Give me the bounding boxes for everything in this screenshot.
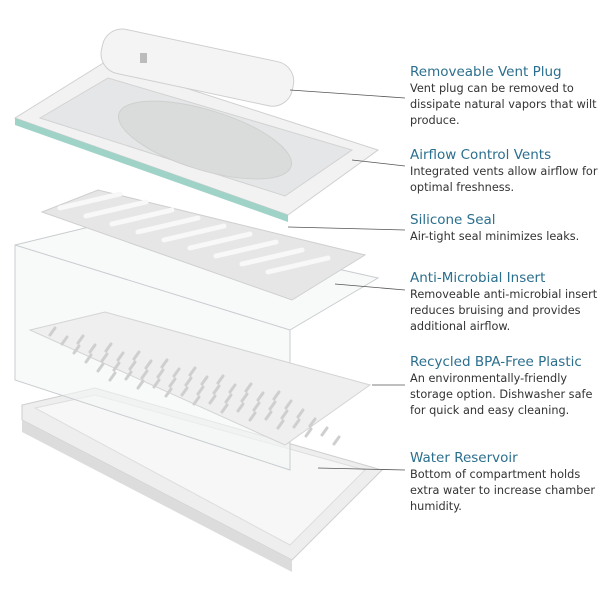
lid [13,61,380,222]
insert-slot [160,358,169,369]
insert-rib [213,239,279,259]
callout-water-reservoir: Water Reservoir Bottom of compartment ho… [410,450,600,515]
insert-slot [220,403,229,414]
insert-slot [72,344,81,355]
insert-rib [187,231,253,251]
insert-rib [239,247,305,267]
insert-slot [144,359,153,370]
insert-slot [320,426,329,437]
callout-title: Recycled BPA-Free Plastic [410,354,582,370]
insert-slot [108,371,117,382]
insert-slot [188,366,197,377]
insert-slot [84,353,93,364]
callout-vent-plug: Removeable Vent Plug Vent plug can be re… [410,64,600,129]
insert-slot [248,411,257,422]
insert-rib [135,215,201,235]
insert-slot [184,376,193,387]
insert-slot [252,401,261,412]
insert-rib [265,255,331,275]
callout-body: Vent plug can be removed to dissipate na… [410,82,597,127]
leader-lines [287,89,406,471]
callout-title: Water Reservoir [410,450,518,466]
insert-slot [244,382,253,393]
insert-slot [152,378,161,389]
callout-title: Airflow Control Vents [410,147,552,163]
insert-slots [48,326,341,446]
insert-slot [212,384,221,395]
insert-slot [332,435,341,446]
callout-plastic: Recycled BPA-Free Plastic An environment… [410,354,600,419]
insert-slot [100,352,109,363]
insert-slot [172,367,181,378]
insert-rib [109,207,175,227]
insert-slot [304,427,313,438]
anti-microbial-insert [40,189,367,301]
insert-slot [128,360,137,371]
vent-plug [100,28,295,107]
callout-airflow-vents: Airflow Control Vents Integrated vents a… [410,147,600,196]
insert-slot [88,343,97,354]
insert-slot [136,379,145,390]
callout-title: Silicone Seal [410,212,496,228]
insert-slot [156,368,165,379]
insert-slot [280,409,289,420]
insert-slot [180,386,189,397]
insert-slot [116,351,125,362]
callout-body: Integrated vents allow airflow for optim… [410,165,598,194]
callout-body: Air-tight seal minimizes leaks. [410,230,580,243]
insert-slot [124,370,133,381]
callout-body: An environmentally-friendly storage opti… [410,372,593,417]
insert-slot [132,350,141,361]
insert-slot [216,374,225,385]
insert-slot [284,399,293,410]
insert-slot [236,402,245,413]
insert-slot [48,326,57,337]
water-reservoir-tray [21,387,383,572]
insert-slot [112,361,121,372]
insert-slot [200,375,209,386]
insert-slot [228,383,237,394]
insert-slot [196,385,205,396]
insert-slot [308,417,317,428]
insert-rib [83,199,149,219]
insert-slot [272,390,281,401]
insert-slot [168,377,177,388]
insert-slot [292,418,301,429]
insert-slot [96,362,105,373]
insert-slot [164,387,173,398]
insert-slot [76,334,85,345]
insert-slot [104,342,113,353]
insert-slot [240,392,249,403]
insert-slot [264,410,273,421]
insert-rib [161,223,227,243]
insert-slot [268,400,277,411]
insert-slot [224,393,233,404]
insert-slot [296,408,305,419]
insert-slot [140,369,149,380]
insert-slot [276,419,285,430]
insert-slot [192,395,201,406]
callout-insert: Anti-Microbial Insert Removeable anti-mi… [410,270,600,335]
insert-slot [208,394,217,405]
callout-body: Bottom of compartment holds extra water … [410,468,596,513]
callout-silicone-seal: Silicone Seal Air-tight seal minimizes l… [410,212,600,245]
callout-title: Removeable Vent Plug [410,64,562,80]
callout-title: Anti-Microbial Insert [410,270,546,286]
insert-slot [256,391,265,402]
insert-rib [57,191,123,211]
insert-slot [60,335,69,346]
callout-body: Removeable anti-microbial insert reduces… [410,288,598,333]
